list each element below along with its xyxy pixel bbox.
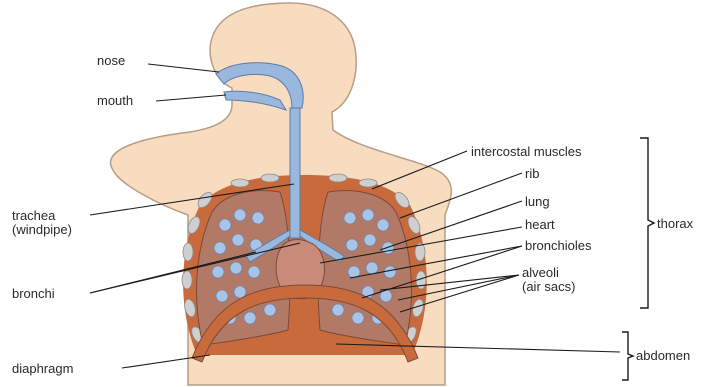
label-lung: lung xyxy=(525,195,550,208)
trachea-tube xyxy=(290,108,300,238)
label-intercostal-muscles: intercostal muscles xyxy=(471,145,582,158)
label-diaphragm: diaphragm xyxy=(12,362,73,375)
abdomen-bracket xyxy=(622,332,633,380)
label-thorax: thorax xyxy=(657,217,693,230)
label-trachea: trachea xyxy=(12,209,55,222)
label-trachea-windpipe: (windpipe) xyxy=(12,223,72,236)
label-mouth: mouth xyxy=(97,94,133,107)
label-bronchioles: bronchioles xyxy=(525,239,592,252)
label-abdomen: abdomen xyxy=(636,349,690,362)
label-alveoli: alveoli xyxy=(522,266,559,279)
label-rib: rib xyxy=(525,167,539,180)
label-alveoli-air-sacs: (air sacs) xyxy=(522,280,575,293)
label-nose: nose xyxy=(97,54,125,67)
label-bronchi: bronchi xyxy=(12,287,55,300)
label-heart: heart xyxy=(525,218,555,231)
thorax-bracket xyxy=(640,138,654,308)
